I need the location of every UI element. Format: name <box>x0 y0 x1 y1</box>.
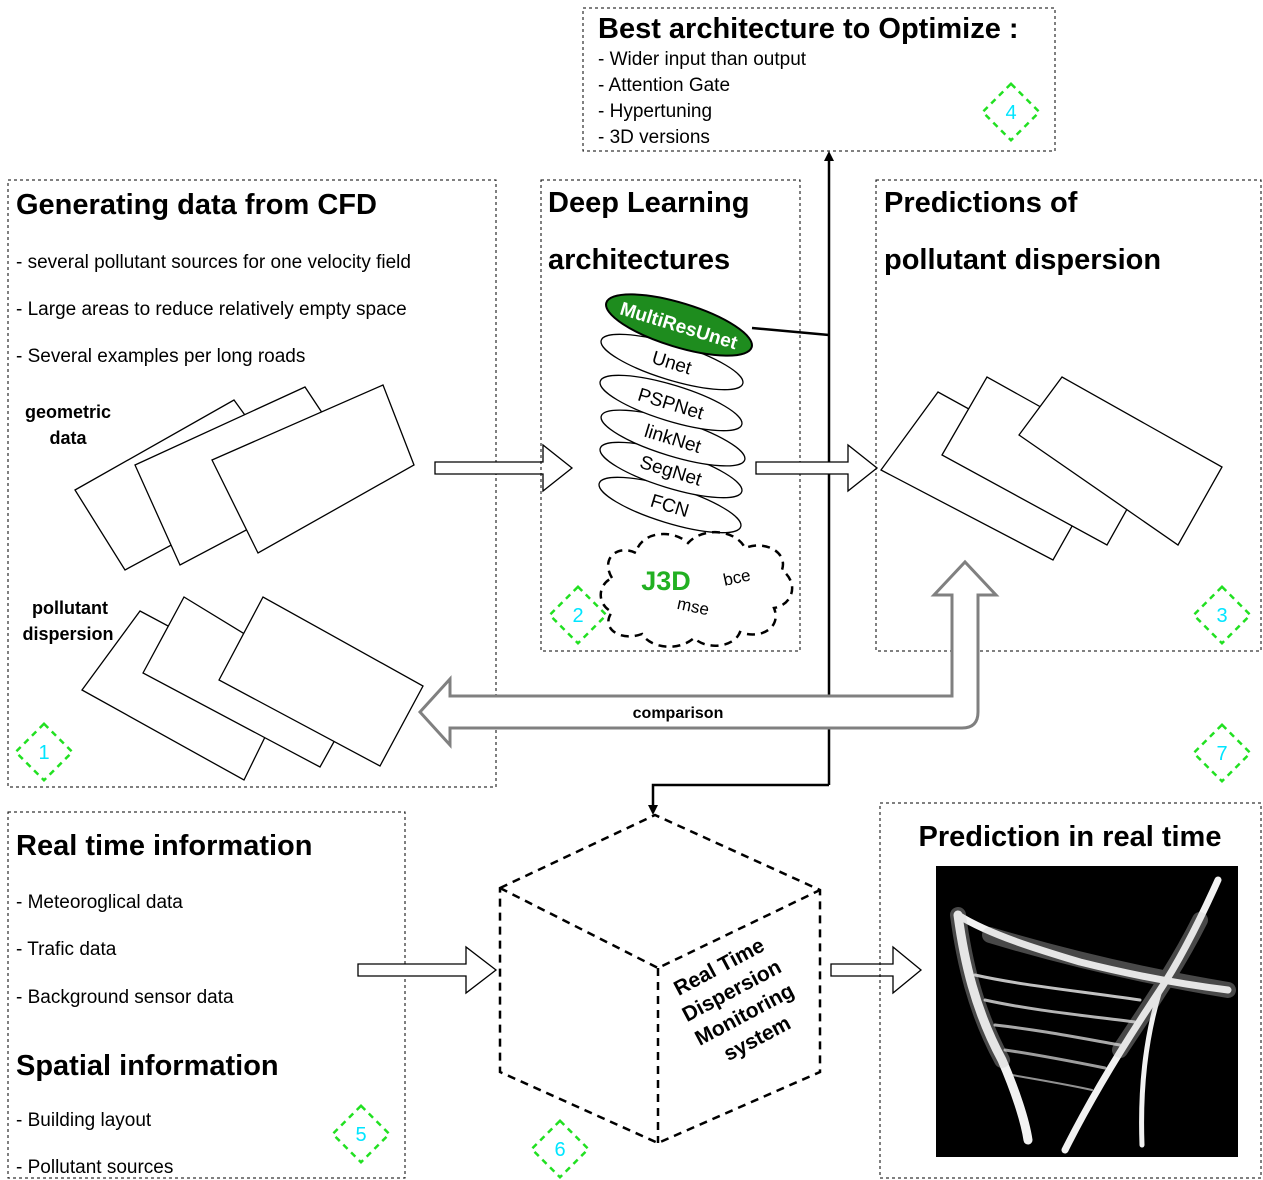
cloud-outline <box>599 530 794 648</box>
comparison-arrow: comparison <box>417 559 1000 749</box>
spatial-item: - Pollutant sources <box>16 1157 173 1178</box>
sheet <box>218 596 424 767</box>
j3d-label: J3D <box>641 566 691 596</box>
arrow-to-deep-learning <box>434 443 574 493</box>
badge-6-number: 6 <box>554 1139 565 1161</box>
realtime-box <box>7 811 406 1179</box>
badge-7-number: 7 <box>1216 743 1227 765</box>
pollutant-sheets <box>81 596 424 781</box>
cfd-item: - Several examples per long roads <box>16 346 305 367</box>
pollutant-label: dispersion <box>22 624 113 644</box>
geometric-label: data <box>49 428 87 448</box>
realtime-prediction-title: Prediction in real time <box>919 821 1222 853</box>
sheet <box>1018 376 1223 546</box>
badge-4: 4 <box>980 81 1042 143</box>
badge-5: 5 <box>330 1103 392 1165</box>
arrow-to-predictions <box>755 443 879 493</box>
optimize-item: - 3D versions <box>598 127 710 148</box>
predictions-box <box>875 179 1262 652</box>
arrow-to-system <box>648 783 829 815</box>
badge-3-number: 3 <box>1216 605 1227 627</box>
cfd-box <box>7 179 497 788</box>
optimize-item: - Wider input than output <box>598 49 807 70</box>
bce-label: bce <box>721 565 752 589</box>
deep-learning-title: Deep Learning <box>548 187 749 219</box>
predictions-title: Predictions of <box>884 187 1078 219</box>
badge-6: 6 <box>529 1118 591 1180</box>
geometric-sheets <box>74 384 415 571</box>
badge-2: 2 <box>547 584 609 646</box>
realtime-panel: Real time information - Meteoroglical da… <box>7 811 406 1179</box>
model-stack: FCN SegNet linkNet PSPNet Unet MultiResU… <box>598 293 753 534</box>
realtime-title: Real time information <box>16 830 313 862</box>
deep-learning-box <box>540 179 801 652</box>
predictions-title: pollutant dispersion <box>884 244 1161 276</box>
optimize-title: Best architecture to Optimize : <box>598 13 1019 45</box>
optimize-item: - Hypertuning <box>598 101 712 122</box>
realtime-prediction-panel: Prediction in real time <box>879 802 1262 1179</box>
badge-1: 1 <box>13 721 75 783</box>
deep-learning-panel: Deep Learning architectures FCN SegNet l… <box>540 179 801 652</box>
optimize-box <box>582 7 1056 152</box>
prediction-sheets <box>880 376 1223 561</box>
spatial-title: Spatial information <box>16 1050 279 1082</box>
system-cube: Real Time Dispersion Monitoring system 6 <box>498 813 822 1180</box>
realtime-item: - Background sensor data <box>16 987 234 1008</box>
badge-3: 3 <box>1191 584 1253 646</box>
cfd-item: - Large areas to reduce relatively empty… <box>16 299 407 320</box>
cfd-title: Generating data from CFD <box>16 189 377 221</box>
badge-7: 7 <box>1191 722 1253 784</box>
optimize-panel: Best architecture to Optimize : - Wider … <box>582 7 1056 152</box>
j3d-cloud: J3D bce mse <box>599 530 794 648</box>
prediction-map-image <box>936 866 1238 1157</box>
realtime-item: - Trafic data <box>16 939 117 960</box>
predictions-panel: Predictions of pollutant dispersion 3 <box>875 179 1262 652</box>
realtime-item: - Meteoroglical data <box>16 892 183 913</box>
badge-1-number: 1 <box>38 742 49 764</box>
cfd-panel: Generating data from CFD - several pollu… <box>7 179 497 788</box>
arrow-to-system-cube <box>357 945 498 995</box>
spatial-item: - Building layout <box>16 1110 152 1131</box>
badge-5-number: 5 <box>355 1124 366 1146</box>
badge-2-number: 2 <box>572 605 583 627</box>
cfd-item: - several pollutant sources for one velo… <box>16 252 411 273</box>
comparison-label: comparison <box>633 705 724 722</box>
mse-label: mse <box>675 594 710 619</box>
badge-4-number: 4 <box>1005 102 1016 124</box>
optimize-item: - Attention Gate <box>598 75 730 96</box>
pollutant-label: pollutant <box>32 598 108 618</box>
deep-learning-title: architectures <box>548 244 730 276</box>
arrow-to-realtime-prediction <box>830 945 923 995</box>
geometric-label: geometric <box>25 402 111 422</box>
sheet <box>211 384 415 554</box>
